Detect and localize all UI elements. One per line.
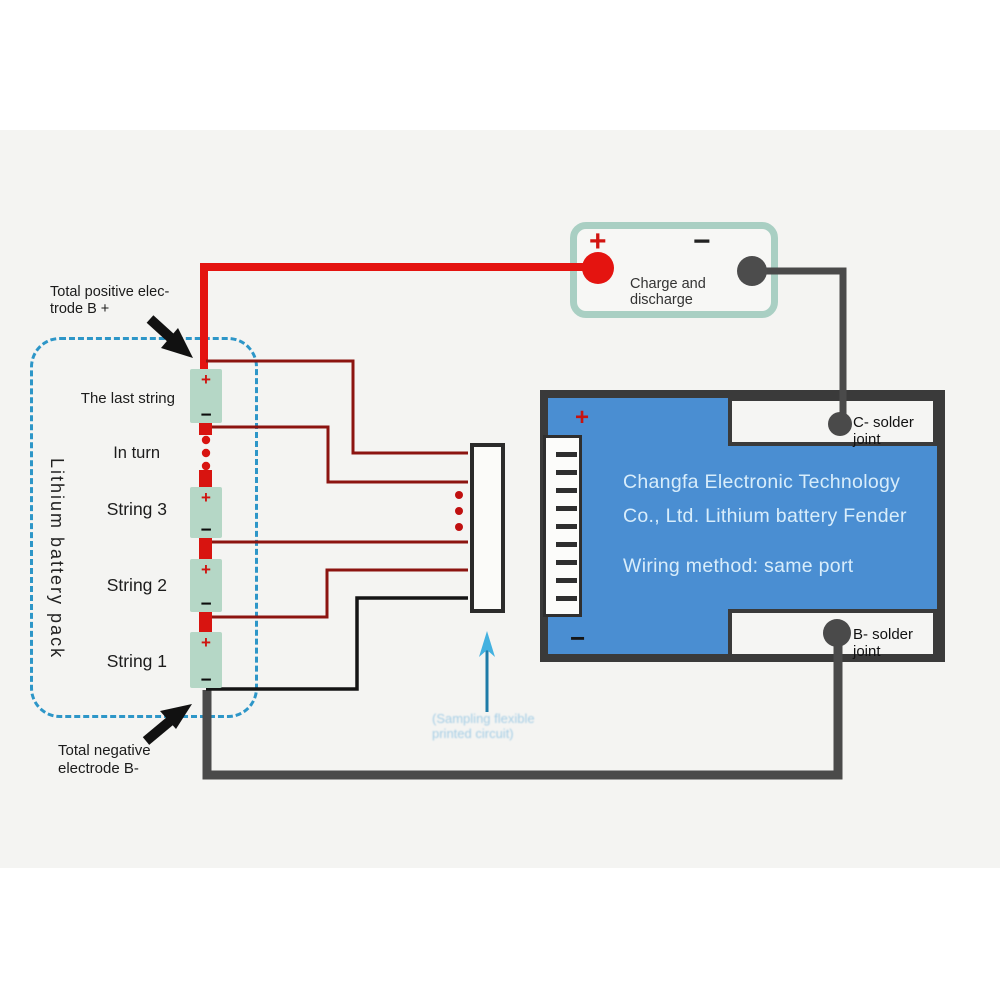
battery-cell-last-string: + − (190, 369, 222, 426)
cell-plus-symbol: + (201, 370, 211, 389)
sampling-connector-box (470, 443, 505, 613)
bms-plus-symbol: + (575, 404, 590, 431)
cell-plus-symbol: + (201, 633, 211, 652)
label-in-turn: In turn (113, 444, 160, 462)
total-negative-line2: electrode B- (58, 760, 139, 777)
label-last-string: The last string (80, 390, 175, 407)
charge-label-line2: discharge (630, 292, 693, 308)
charge-plus-symbol: + (589, 225, 607, 258)
battery-cell-string-2: + − (190, 559, 222, 615)
battery-cell-string-1: + − (190, 632, 222, 691)
sampling-circuit-annotation: (Sampling flexible printed circuit) (432, 711, 535, 741)
b-solder-joint-label: B- solder joint (853, 626, 914, 660)
battery-pack-label: Lithium battery pack (47, 458, 67, 660)
charge-minus-symbol: − (693, 225, 711, 258)
label-string-1: String 1 (106, 651, 167, 671)
cell-plus-symbol: + (201, 560, 211, 579)
cell-plus-symbol: + (201, 488, 211, 507)
charge-label-line1: Charge and (630, 276, 706, 292)
bms-connector-socket (543, 435, 582, 617)
bms-title-line1: Changfa Electronic Technology (623, 471, 901, 493)
bms-wiring-method-label: Wiring method: same port (623, 555, 854, 577)
bms-board: C- solder joint B- solder joint + − Chan… (540, 390, 945, 662)
charge-discharge-box: + − Charge and discharge (570, 222, 778, 318)
label-string-2: String 2 (106, 575, 167, 595)
charge-discharge-label: Charge and discharge (630, 276, 706, 308)
total-positive-annotation: Total positive elec- trode B + (50, 284, 169, 318)
cell-minus-symbol: − (200, 520, 212, 541)
battery-pack-dashed-outline (30, 337, 258, 718)
total-negative-annotation: Total negative electrode B- (58, 742, 151, 778)
cell-minus-symbol: − (200, 594, 212, 615)
total-negative-line1: Total negative (58, 742, 151, 759)
c-solder-joint-label: C- solder joint (853, 414, 914, 448)
bms-minus-symbol: − (570, 623, 586, 653)
cell-minus-symbol: − (200, 670, 212, 691)
sampling-note-line2: printed circuit) (432, 726, 514, 741)
bms-title-line2: Co., Ltd. Lithium battery Fender (623, 505, 907, 527)
total-positive-line2: trode B + (50, 301, 110, 317)
total-positive-line1: Total positive elec- (50, 284, 170, 300)
cell-minus-symbol: − (200, 405, 212, 426)
label-string-3: String 3 (106, 499, 167, 519)
sampling-note-line1: (Sampling flexible (432, 711, 535, 726)
battery-cell-string-3: + − (190, 487, 222, 541)
